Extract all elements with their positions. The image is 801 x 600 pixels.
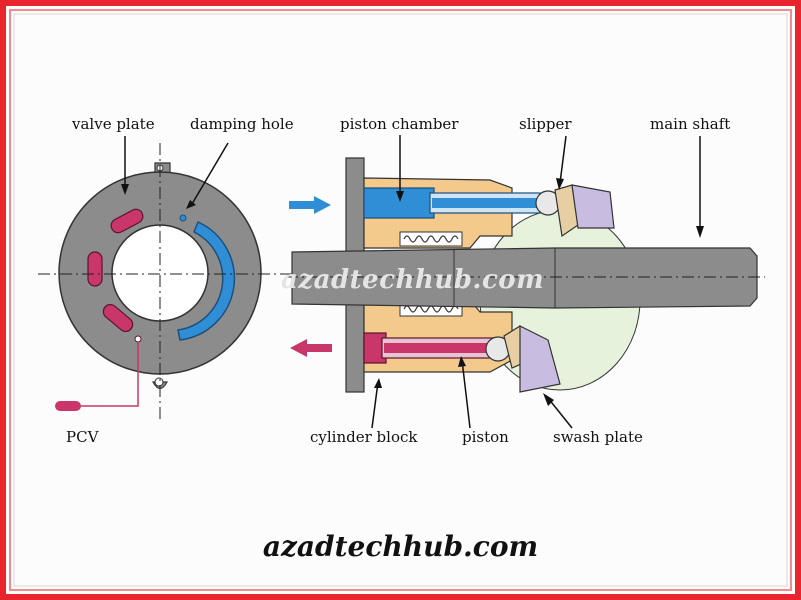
outlet-port-2 <box>87 251 103 287</box>
watermark-text: azadtechhub.com <box>281 265 545 295</box>
label-cylinder-block: cylinder block <box>310 428 418 446</box>
label-pcv: PCV <box>66 428 99 446</box>
inlet-arrow <box>289 196 331 214</box>
damping-hole <box>179 214 187 222</box>
outlet-arrow <box>290 339 332 357</box>
label-piston: piston <box>462 428 509 446</box>
label-piston-chamber: piston chamber <box>340 115 459 133</box>
footer-site-name: azadtechhub.com <box>262 530 539 563</box>
label-swash-plate: swash plate <box>553 428 643 446</box>
upper-slipper-pad <box>571 184 615 229</box>
inlet-kidney-port <box>177 221 236 341</box>
lower-slipper-pad <box>519 325 561 393</box>
label-slipper: slipper <box>519 115 572 133</box>
main-shaft <box>291 247 758 309</box>
label-damping-hole: damping hole <box>190 115 294 133</box>
pcv-hole <box>134 335 142 343</box>
outlet-port-1 <box>110 208 144 234</box>
label-valve-plate: valve plate <box>72 115 155 133</box>
label-main-shaft: main shaft <box>650 115 731 133</box>
pcv-pipe <box>55 401 81 411</box>
outlet-port-3 <box>102 303 134 333</box>
